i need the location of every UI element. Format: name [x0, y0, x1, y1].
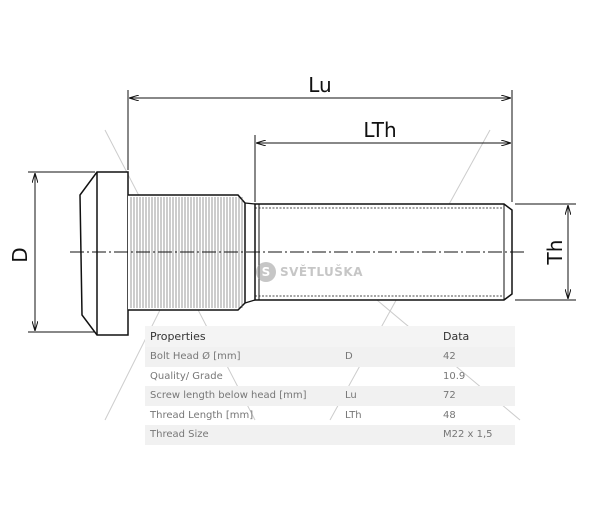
cell-symbol: D: [340, 347, 438, 367]
cell-property: Thread Size: [145, 425, 340, 445]
cell-property: Bolt Head Ø [mm]: [145, 347, 340, 367]
dim-lu-label: Lu: [308, 73, 331, 97]
coin-icon: S: [256, 262, 276, 282]
cell-symbol: LTh: [345, 409, 362, 421]
table-header: Properties Data: [145, 326, 515, 347]
dim-th-label: Th: [543, 240, 567, 266]
cell-property: Screw length below head [mm]: [145, 386, 340, 406]
table-row: Thread Size M22 x 1,5: [145, 425, 515, 445]
header-properties: Properties: [145, 326, 340, 347]
table-row: Thread Length [mm] LTh 48: [145, 406, 515, 426]
cell-value: M22 x 1,5: [438, 425, 515, 445]
cell-value: 10.9: [443, 370, 466, 382]
watermark-logo: S SVĚTLUŠKA: [256, 262, 363, 282]
cell-symbol: [340, 367, 438, 387]
cell-value: 72: [438, 386, 515, 406]
cell-symbol: Lu: [340, 386, 438, 406]
header-data: Data: [438, 326, 515, 347]
watermark-text: SVĚTLUŠKA: [280, 265, 364, 279]
cell-value: 48: [443, 409, 456, 421]
header-symbol: [340, 326, 438, 347]
dim-lth-label: LTh: [363, 118, 396, 142]
table-row: Quality/ Grade 10.9: [145, 367, 515, 387]
cell-symbol: [340, 425, 438, 445]
cell-value: 42: [438, 347, 515, 367]
cell-property: Quality/ Grade: [150, 370, 223, 382]
cell-property: Thread Length [mm]: [150, 409, 254, 421]
bolt-head: [79, 171, 129, 336]
dim-d-label: D: [8, 247, 32, 262]
dimension-lines: [35, 98, 568, 331]
